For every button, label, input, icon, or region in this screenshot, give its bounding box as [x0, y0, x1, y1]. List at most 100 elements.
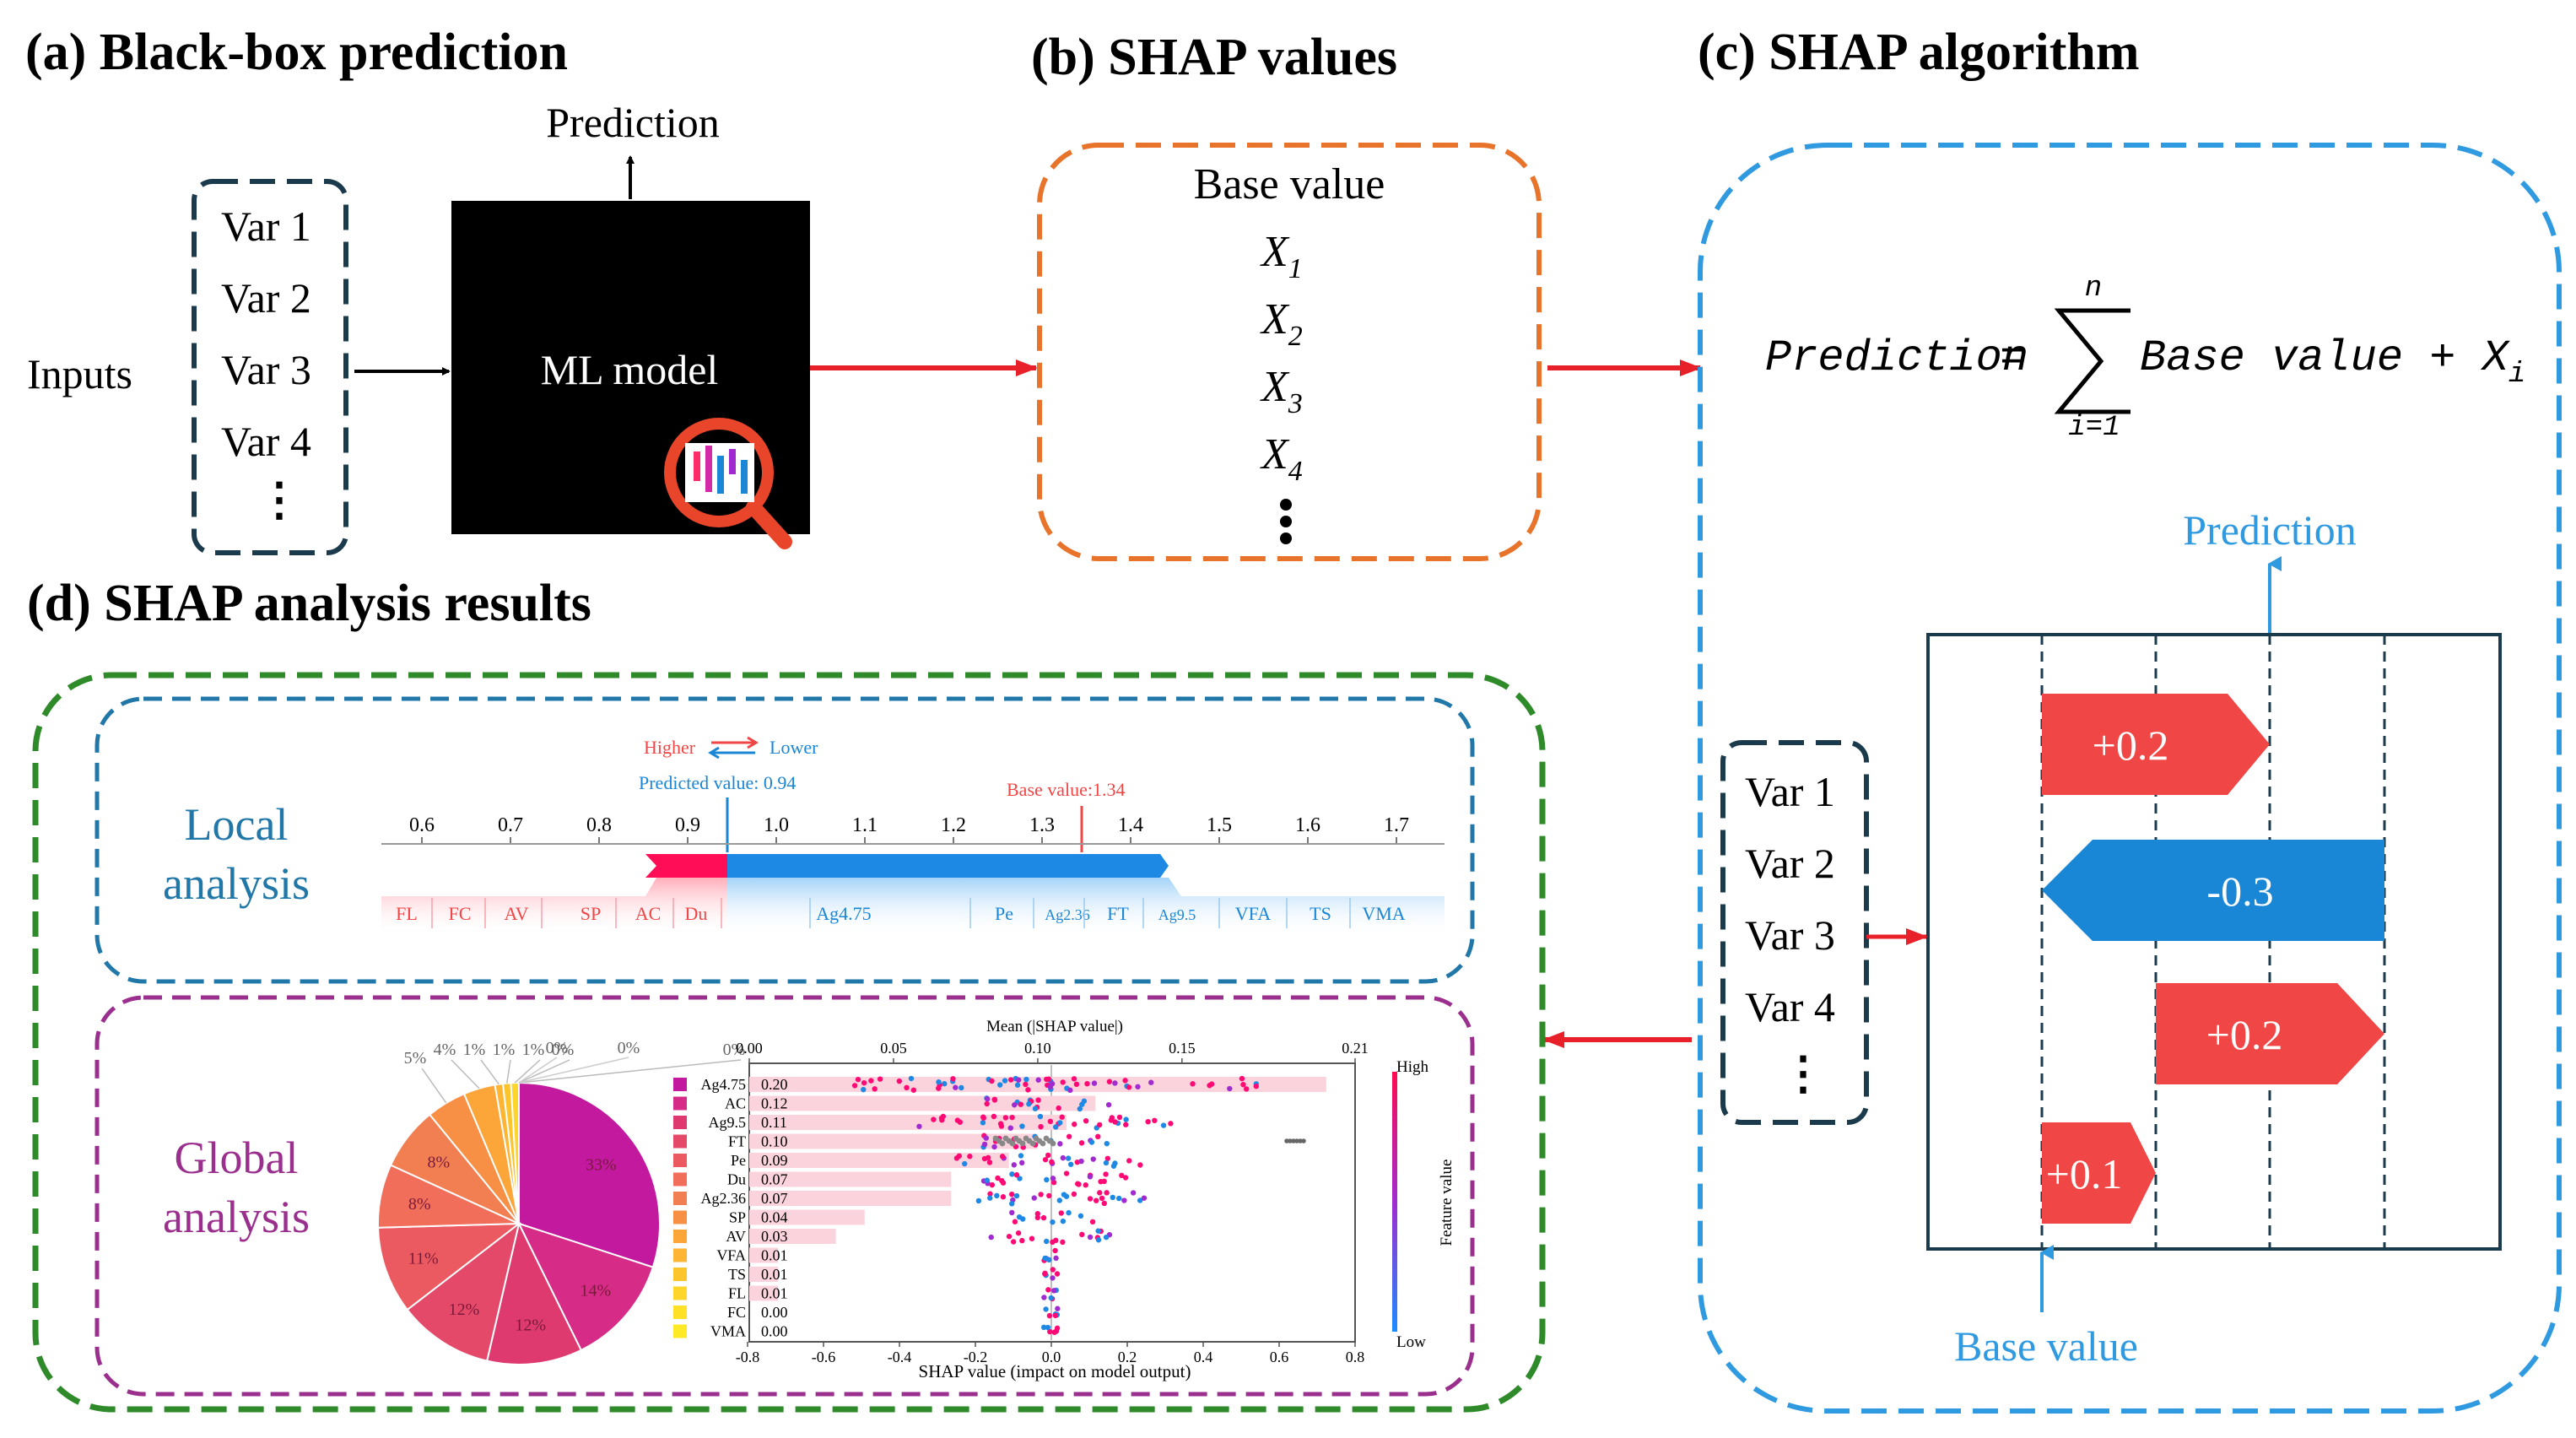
force-blue-bar: [727, 854, 1169, 878]
pie-label: 8%: [427, 1154, 450, 1172]
force-tick-label: 0.7: [498, 814, 523, 836]
summary-dot: [1052, 1247, 1058, 1254]
summary-dot: [1079, 1231, 1085, 1238]
local-analysis-label: analysis: [163, 858, 310, 909]
summary-dot: [1126, 1084, 1132, 1090]
summary-dot: [1137, 1197, 1143, 1203]
summary-dot: [1122, 1175, 1129, 1181]
pie-label: 33%: [586, 1155, 617, 1174]
local-analysis-box: [95, 696, 1475, 984]
summary-dot: [1044, 1176, 1050, 1183]
force-feature-red: FC: [449, 903, 472, 924]
force-bar-neg: [2042, 840, 2384, 941]
summary-dot: [1095, 1237, 1102, 1243]
panel-a-var: Var 3: [221, 346, 311, 393]
summary-dot: [1044, 1076, 1050, 1083]
summary-dot: [1002, 1115, 1009, 1121]
summary-dot: [984, 1096, 991, 1102]
summary-dot: [1050, 1219, 1056, 1225]
colorbar-high: High: [1396, 1058, 1429, 1076]
summary-dot: [1148, 1079, 1154, 1085]
summary-dot: [1056, 1197, 1062, 1203]
summary-mean-bar: [749, 1209, 865, 1225]
pie-label: 1%: [522, 1041, 545, 1059]
summary-dot: [1009, 1209, 1015, 1216]
summary-dot: [1190, 1081, 1196, 1087]
summary-mean-bar: [749, 1095, 1096, 1111]
force-tick-label: 1.5: [1207, 814, 1232, 836]
summary-dot: [1071, 1076, 1077, 1082]
summary-feature-label: AC: [725, 1095, 746, 1112]
summary-mean-value: 0.10: [761, 1133, 788, 1150]
pie-leader-line: [518, 1057, 558, 1084]
force-bar-label: -0.3: [2206, 868, 2273, 915]
summary-feature-label: FT: [728, 1133, 746, 1150]
pie-label: 8%: [408, 1195, 431, 1214]
summary-mean-bar: [749, 1133, 1038, 1149]
pie-slice: [377, 1222, 522, 1311]
summary-dot: [1103, 1234, 1110, 1241]
summary-mean-value: 0.07: [761, 1190, 788, 1207]
summary-dot: [1126, 1158, 1132, 1164]
force-feature-blue: VFA: [1235, 903, 1271, 924]
summary-dot: [991, 1143, 997, 1150]
summary-dot: [1112, 1160, 1118, 1166]
summary-mean-bar: [749, 1229, 836, 1244]
summary-mean-value: 0.01: [761, 1285, 788, 1302]
summary-dot: [1077, 1213, 1084, 1219]
summary-dot: [1227, 1085, 1233, 1092]
summary-dot: [1095, 1228, 1101, 1234]
force-feature-blue: Pe: [995, 903, 1013, 924]
pie-label: 0%: [723, 1041, 746, 1059]
summary-top-tick-label: 0.00: [736, 1040, 763, 1057]
pie-leader-line: [421, 1068, 447, 1104]
summary-dot: [953, 1155, 960, 1161]
summary-dot: [1019, 1140, 1026, 1147]
summary-dot: [936, 1085, 942, 1091]
summary-dot: [991, 1113, 997, 1120]
panel-a-title: (a) Black-box prediction: [25, 24, 568, 81]
summary-swatch: [673, 1210, 687, 1224]
summary-dot: [1097, 1122, 1103, 1128]
summary-dot: [1050, 1176, 1056, 1181]
summary-dot: [1060, 1218, 1067, 1224]
summary-dot: [1141, 1195, 1148, 1201]
summary-dot: [1013, 1172, 1020, 1178]
panel-c: (c) SHAP algorithm Prediction = n i=1 Ba…: [1542, 24, 2562, 1414]
summary-swatch: [673, 1078, 687, 1091]
formula-sum-bottom: i=1: [2068, 412, 2120, 444]
summary-mean-value: 0.00: [761, 1304, 788, 1321]
force-tick-label: 1.2: [941, 814, 966, 836]
summary-dot: [986, 1160, 993, 1165]
summary-dot: [1050, 1267, 1056, 1273]
colorbar-low: Low: [1396, 1333, 1426, 1351]
summary-dot: [1034, 1211, 1041, 1217]
summary-dot: [1049, 1081, 1056, 1087]
summary-mean-bar: [749, 1171, 952, 1187]
panel-a-var: Var 1: [221, 203, 311, 250]
force-feature-red: Du: [685, 903, 708, 924]
formula-eq: =: [2000, 333, 2026, 383]
global-analysis-box: [95, 995, 1475, 1397]
panel-c-title: (c) SHAP algorithm: [1698, 24, 2140, 81]
summary-dot: [1119, 1172, 1125, 1179]
summary-dot: [1067, 1161, 1074, 1167]
summary-dot: [950, 1076, 956, 1082]
colorbar-title: Feature value: [1438, 1160, 1455, 1246]
summary-feature-label: Ag2.36: [701, 1190, 747, 1207]
summary-dot: [1095, 1133, 1101, 1140]
formula-sum-top: n: [2085, 273, 2102, 305]
summary-dot: [908, 1075, 915, 1082]
summary-dot: [1014, 1082, 1021, 1088]
formula-lhs: Prediction: [1765, 333, 2028, 383]
summary-dot: [1123, 1116, 1129, 1122]
summary-dot: [1078, 1140, 1085, 1146]
ml-model-label: ML model: [541, 346, 719, 393]
summary-dot: [1057, 1120, 1063, 1126]
pie-label: 14%: [581, 1282, 612, 1300]
panel-c-var: Var 1: [1745, 768, 1835, 815]
pie-leader-line: [518, 1059, 570, 1084]
summary-mean-value: 0.11: [761, 1114, 787, 1131]
